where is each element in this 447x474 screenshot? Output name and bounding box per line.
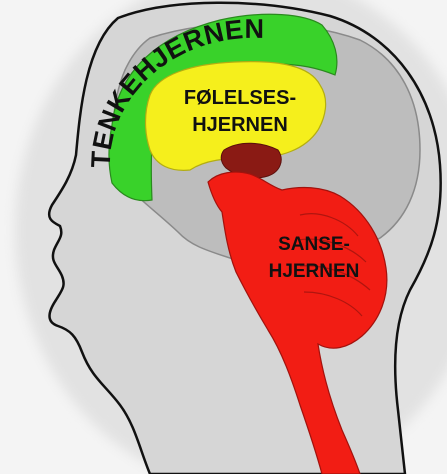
feeling-brain-label-line2: HJERNEN: [192, 114, 288, 136]
sensing-brain-label-line2: HJERNEN: [269, 261, 360, 282]
feeling-brain-label-line1: FØLELSES-: [184, 87, 296, 109]
sensing-brain-label-line1: SANSE-: [278, 234, 350, 255]
